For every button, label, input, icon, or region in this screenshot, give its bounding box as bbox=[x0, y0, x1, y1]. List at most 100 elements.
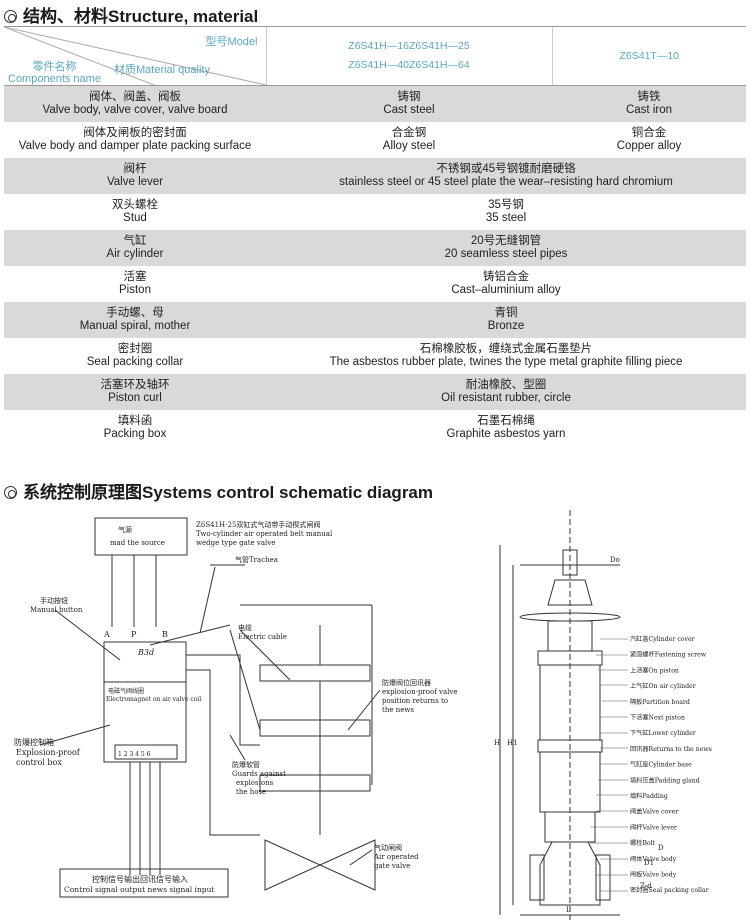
signal-box bbox=[59, 868, 229, 898]
valve-part-label: 汽缸盖Cylinder cover bbox=[630, 635, 695, 643]
hose-en-3: the hose bbox=[236, 788, 266, 796]
schematic-section-title: 系统控制原理图Systems control schematic diagram bbox=[4, 478, 433, 503]
dim-h1: H1 bbox=[507, 739, 518, 747]
magnet-valve-box bbox=[103, 681, 187, 763]
control-schematic-diagram: 气源 mad the source Z6S41H-25双缸式气动带手动楔式闸阀 … bbox=[14, 510, 712, 920]
valve-part-label: 闸板Valve body bbox=[630, 871, 677, 879]
air-gate-cn: 气动闸阀 bbox=[374, 843, 402, 852]
table-header-row: 型号Model 材质Material quality 零件名称 Componen… bbox=[4, 26, 746, 86]
dim-z: Z-d bbox=[640, 882, 652, 890]
b3d-label: B3d bbox=[137, 648, 154, 657]
explosion-box-en-1: Explosion-proof bbox=[16, 748, 81, 757]
valve-drawing bbox=[499, 510, 621, 920]
electric-cable-en: Electric cable bbox=[238, 633, 287, 641]
valve-part-label: 下活塞Next piston bbox=[630, 714, 685, 722]
hose-en-2: explosions bbox=[236, 779, 274, 787]
manual-button-cn: 手动按钮 bbox=[40, 596, 68, 605]
dim-do: Do bbox=[610, 556, 620, 564]
model-label: 型号Model bbox=[205, 36, 258, 48]
circle-bullet-icon bbox=[4, 486, 17, 499]
explosion-box-cn: 防爆控制箱 bbox=[14, 737, 54, 747]
dim-d: D bbox=[658, 844, 664, 852]
dim-h: H bbox=[494, 739, 500, 747]
header-diagonal-cell: 型号Model 材质Material quality 零件名称 Componen… bbox=[4, 26, 266, 86]
valve-part-label: 填料压盖Padding gland bbox=[630, 776, 700, 784]
valve-part-label: 上气缸On air cylinder bbox=[630, 682, 696, 690]
material-table: 型号Model 材质Material quality 零件名称 Componen… bbox=[4, 26, 746, 446]
header-diagonal-lines bbox=[4, 27, 266, 85]
schematic-title-1: Z6S41H-25双缸式气动带手动楔式闸阀 bbox=[196, 520, 320, 529]
hose-cn: 防爆软管 bbox=[232, 760, 260, 769]
position-valve-en-2: position returns to bbox=[382, 697, 448, 705]
magnet-valve-cn: 电磁气阀线圈 bbox=[108, 687, 144, 695]
terminal-numbers: 1 2 3 4 5 6 bbox=[118, 751, 151, 758]
gate-valve-symbol-left bbox=[264, 839, 322, 891]
signal-en: Control signal output news signal input bbox=[64, 885, 214, 894]
material-quality-label: 材质Material quality bbox=[114, 64, 210, 76]
valve-part-label: 回讯器Returns to the news bbox=[630, 745, 712, 753]
air-source-cn: 气源 bbox=[118, 525, 132, 534]
valve-part-label: 紧固螺杆Fastening screw bbox=[630, 651, 707, 659]
manual-button-en: Manual button bbox=[30, 606, 83, 614]
structure-section-title: 结构、材料Structure, material bbox=[4, 2, 258, 27]
valve-part-label: 隔板Partition board bbox=[630, 698, 690, 706]
air-source-box bbox=[94, 517, 188, 556]
position-valve-en-1: explosion-proof valve bbox=[382, 688, 457, 696]
gate-valve-symbol-right bbox=[318, 839, 376, 891]
model-col1-header: Z6S41H—16Z6S41H—25 Z6S41H—40Z6S41H—64 bbox=[265, 26, 552, 86]
air-gate-en-1: Air operated bbox=[373, 853, 419, 861]
schematic-title-2: Two-cylinder air operated belt manual bbox=[196, 530, 333, 538]
air-gate-en-2: gate valve bbox=[374, 862, 410, 870]
valve-part-label: 密封圈Seal packing collar bbox=[630, 886, 709, 894]
port-b: B bbox=[162, 630, 168, 639]
port-a: A bbox=[103, 630, 110, 639]
valve-part-label: 阀体Valve body bbox=[630, 855, 677, 863]
valve-part-label: 下气缸Lower cylinder bbox=[630, 729, 696, 737]
circle-bullet-icon bbox=[4, 10, 17, 23]
components-label: 零件名称 Components name bbox=[8, 61, 101, 85]
valve-part-label: 上活塞On piston bbox=[630, 666, 679, 674]
explosion-box-en-2: control box bbox=[16, 758, 62, 767]
valve-part-label: 阀杆Valve lever bbox=[630, 823, 677, 831]
signal-cn: 控制信号输出回讯信号输入 bbox=[92, 874, 188, 884]
position-valve-en-3: the news bbox=[382, 706, 414, 714]
port-p: P bbox=[131, 630, 137, 639]
valve-part-label: 气缸座Cylinder base bbox=[630, 761, 692, 769]
valve-parts-labels: 汽缸盖Cylinder cover 紧固螺杆Fastening screw 上活塞O… bbox=[630, 635, 712, 894]
dim-d1: D1 bbox=[644, 859, 654, 867]
valve-part-label: 阀盖Valve cover bbox=[630, 808, 678, 816]
valve-part-label: 填料Padding bbox=[630, 792, 668, 800]
model-col2-header: Z6S41T—10 bbox=[551, 26, 746, 86]
air-source-en: mad the source bbox=[110, 539, 165, 547]
magnet-valve-en: Electromagnet on air valve coil bbox=[106, 696, 201, 703]
